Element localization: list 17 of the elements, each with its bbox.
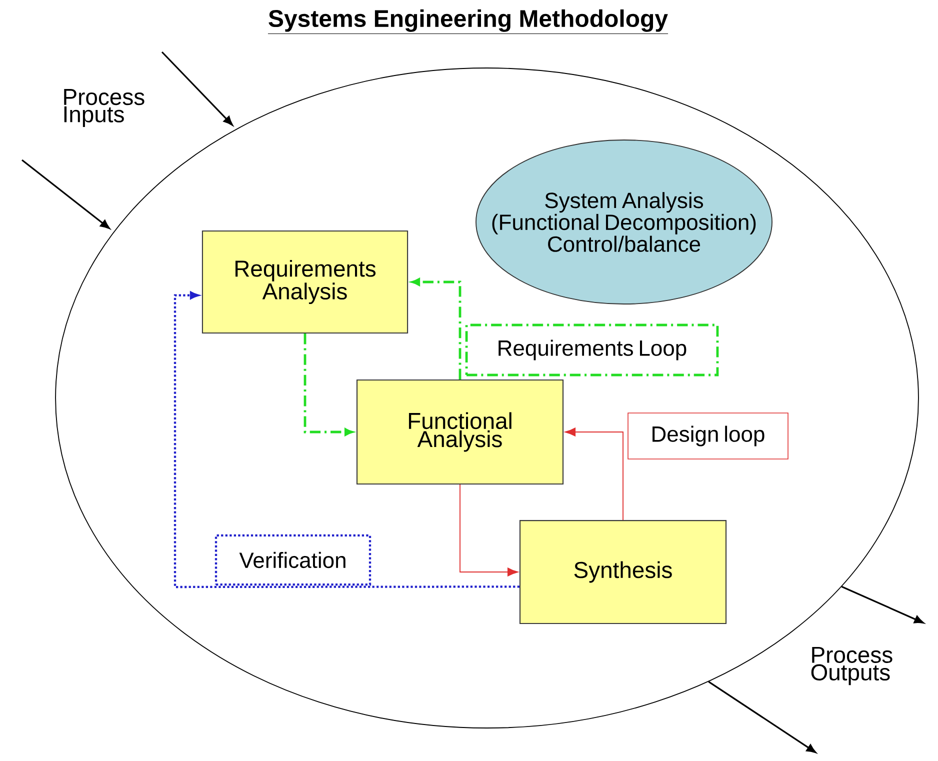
arrow — [708, 680, 816, 754]
arrow — [174, 292, 520, 588]
loop-label-box: Design loop — [628, 412, 788, 460]
process-box: Synthesis — [519, 520, 727, 624]
arrow — [564, 428, 624, 520]
title: Systems Engineering Methodology — [268, 9, 668, 34]
arrow — [460, 484, 518, 576]
boundary-ellipse — [55, 68, 919, 728]
arrow — [22, 159, 110, 229]
process-box: Requirements Analysis — [202, 230, 408, 334]
loop-label-box: Verification — [214, 534, 372, 586]
arrow — [161, 51, 233, 126]
process-box: Functional Analysis — [356, 379, 564, 485]
arrow — [841, 586, 924, 624]
process-label: Process Outputs — [811, 646, 892, 686]
loop-label-box: Requirements Loop — [465, 324, 719, 376]
process-label: Process Inputs — [64, 89, 144, 127]
